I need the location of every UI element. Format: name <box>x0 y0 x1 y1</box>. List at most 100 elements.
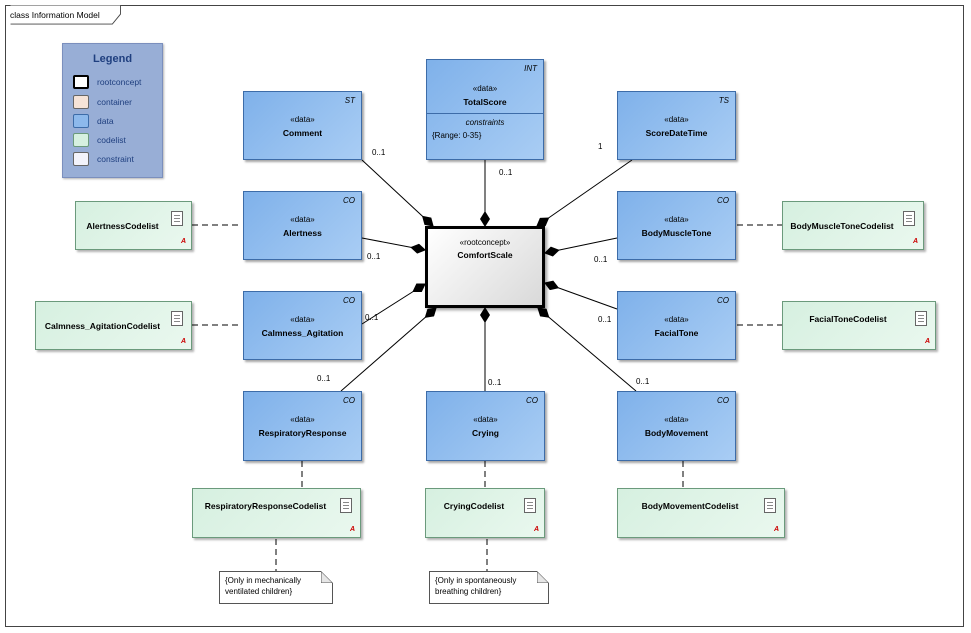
class-name: FacialTone <box>654 328 699 338</box>
abstract-marker: A <box>180 238 186 245</box>
document-icon <box>524 498 536 513</box>
legend-swatch <box>73 75 89 89</box>
note-resp[interactable]: {Only in mechanically ventilated childre… <box>219 571 333 604</box>
multiplicity-movement: 0..1 <box>636 377 650 386</box>
class-name: RespiratoryResponse <box>258 428 347 438</box>
document-icon <box>764 498 776 513</box>
legend-label: codelist <box>97 135 126 145</box>
codelist-facialtone[interactable]: FacialToneCodelist A <box>782 301 936 350</box>
data-class-bodymovement[interactable]: CO «data» BodyMovement <box>617 391 736 461</box>
composition-muscle <box>544 237 618 257</box>
abstract-marker: A <box>924 338 930 345</box>
codelist-name: RespiratoryResponseCodelist <box>204 501 327 511</box>
legend-swatch <box>73 133 89 147</box>
data-class-calmness-agitation[interactable]: CO «data» Calmness_Agitation <box>243 291 362 360</box>
frame-title: class Information Model <box>10 10 100 20</box>
diagram-frame <box>5 5 964 627</box>
codelist-crying[interactable]: CryingCodelist A <box>425 488 545 538</box>
composition-resp <box>340 307 437 392</box>
codelist-bodymuscletone[interactable]: BodyMuscleToneCodelist A <box>782 201 924 250</box>
data-class-totalscore[interactable]: INT «data» TotalScore constraints {Range… <box>426 59 544 160</box>
class-stereotype: «data» <box>290 415 315 424</box>
class-stereotype: «data» <box>664 315 689 324</box>
composition-datetime <box>536 159 633 227</box>
codelist-name: Calmness_AgitationCodelist <box>44 321 161 331</box>
data-class-respiratoryresponse[interactable]: CO «data» RespiratoryResponse <box>243 391 362 461</box>
legend-item-container: container <box>73 95 158 110</box>
constraint-range: {Range: 0-35} <box>432 131 482 140</box>
data-class-comment[interactable]: ST «data» Comment <box>243 91 362 160</box>
composition-comment <box>361 159 434 227</box>
type-tag: CO <box>343 196 355 205</box>
multiplicity-comment: 0..1 <box>372 148 386 157</box>
data-class-scoredatetime[interactable]: TS «data» ScoreDateTime <box>617 91 736 160</box>
type-tag: INT <box>524 64 537 73</box>
data-class-crying[interactable]: CO «data» Crying <box>426 391 545 461</box>
data-class-alertness[interactable]: CO «data» Alertness <box>243 191 362 260</box>
class-name: BodyMovement <box>644 428 709 438</box>
class-stereotype: «data» <box>473 415 498 424</box>
data-class-bodymuscletone[interactable]: CO «data» BodyMuscleTone <box>617 191 736 260</box>
class-name: Calmness_Agitation <box>261 328 344 338</box>
root-concept-comfortscale[interactable]: «rootconcept» ComfortScale <box>425 226 545 308</box>
data-class-facialtone[interactable]: CO «data» FacialTone <box>617 291 736 360</box>
type-tag: CO <box>343 296 355 305</box>
document-icon <box>171 311 183 326</box>
constraints-header: constraints <box>465 118 505 127</box>
class-name: Alertness <box>283 228 322 238</box>
note-crying[interactable]: {Only in spontaneously breathing childre… <box>429 571 549 604</box>
type-tag: CO <box>717 296 729 305</box>
note-line: breathing children} <box>435 587 502 596</box>
legend-item-constraint: constraint <box>73 152 158 167</box>
codelist-alertness[interactable]: AlertnessCodelist A <box>75 201 192 250</box>
abstract-marker: A <box>533 526 539 533</box>
compartment-divider <box>427 113 543 114</box>
codelist-name: CryingCodelist <box>443 501 505 511</box>
abstract-marker: A <box>773 526 779 533</box>
document-icon <box>915 311 927 326</box>
abstract-marker: A <box>180 338 186 345</box>
legend-title: Legend <box>92 53 133 65</box>
class-name: ScoreDateTime <box>645 128 708 138</box>
class-name: Comment <box>282 128 323 138</box>
document-icon <box>340 498 352 513</box>
class-stereotype: «data» <box>472 84 498 93</box>
codelist-bodymovement[interactable]: BodyMovementCodelist A <box>617 488 785 538</box>
note-line: {Only in spontaneously <box>435 576 517 585</box>
type-tag: CO <box>717 196 729 205</box>
multiplicity-calmness: 0..1 <box>365 313 379 322</box>
legend-item-data: data <box>73 114 158 129</box>
type-tag: TS <box>718 96 729 105</box>
legend-label: container <box>97 97 132 107</box>
codelist-respiratoryresponse[interactable]: RespiratoryResponseCodelist A <box>192 488 361 538</box>
class-stereotype: «data» <box>290 215 315 224</box>
codelist-name: BodyMovementCodelist <box>641 501 739 511</box>
multiplicity-total: 0..1 <box>499 168 513 177</box>
legend-swatch <box>73 114 89 128</box>
class-name: BodyMuscleTone <box>641 228 712 238</box>
class-stereotype: «data» <box>664 415 689 424</box>
multiplicity-alertness: 0..1 <box>367 252 381 261</box>
composition-facial <box>544 280 618 310</box>
codelist-calmness-agitation[interactable]: Calmness_AgitationCodelist A <box>35 301 192 350</box>
class-name: TotalScore <box>463 97 507 107</box>
type-tag: CO <box>717 396 729 405</box>
legend-swatch <box>73 152 89 166</box>
composition-alertness <box>361 237 426 254</box>
multiplicity-crying: 0..1 <box>488 378 502 387</box>
frame-tab <box>10 5 121 25</box>
multiplicity-muscle: 0..1 <box>594 255 608 264</box>
composition-movement <box>537 307 637 392</box>
legend-label: rootconcept <box>97 77 142 87</box>
multiplicity-resp: 0..1 <box>317 374 331 383</box>
legend-item-rootconcept: rootconcept <box>73 75 158 90</box>
type-tag: CO <box>343 396 355 405</box>
codelist-name: BodyMuscleToneCodelist <box>790 221 894 231</box>
type-tag: CO <box>526 396 538 405</box>
note-line: {Only in mechanically <box>225 576 302 585</box>
root-name: ComfortScale <box>457 250 513 260</box>
abstract-marker: A <box>912 238 918 245</box>
legend-label: constraint <box>97 154 134 164</box>
composition-calmness <box>361 283 426 325</box>
